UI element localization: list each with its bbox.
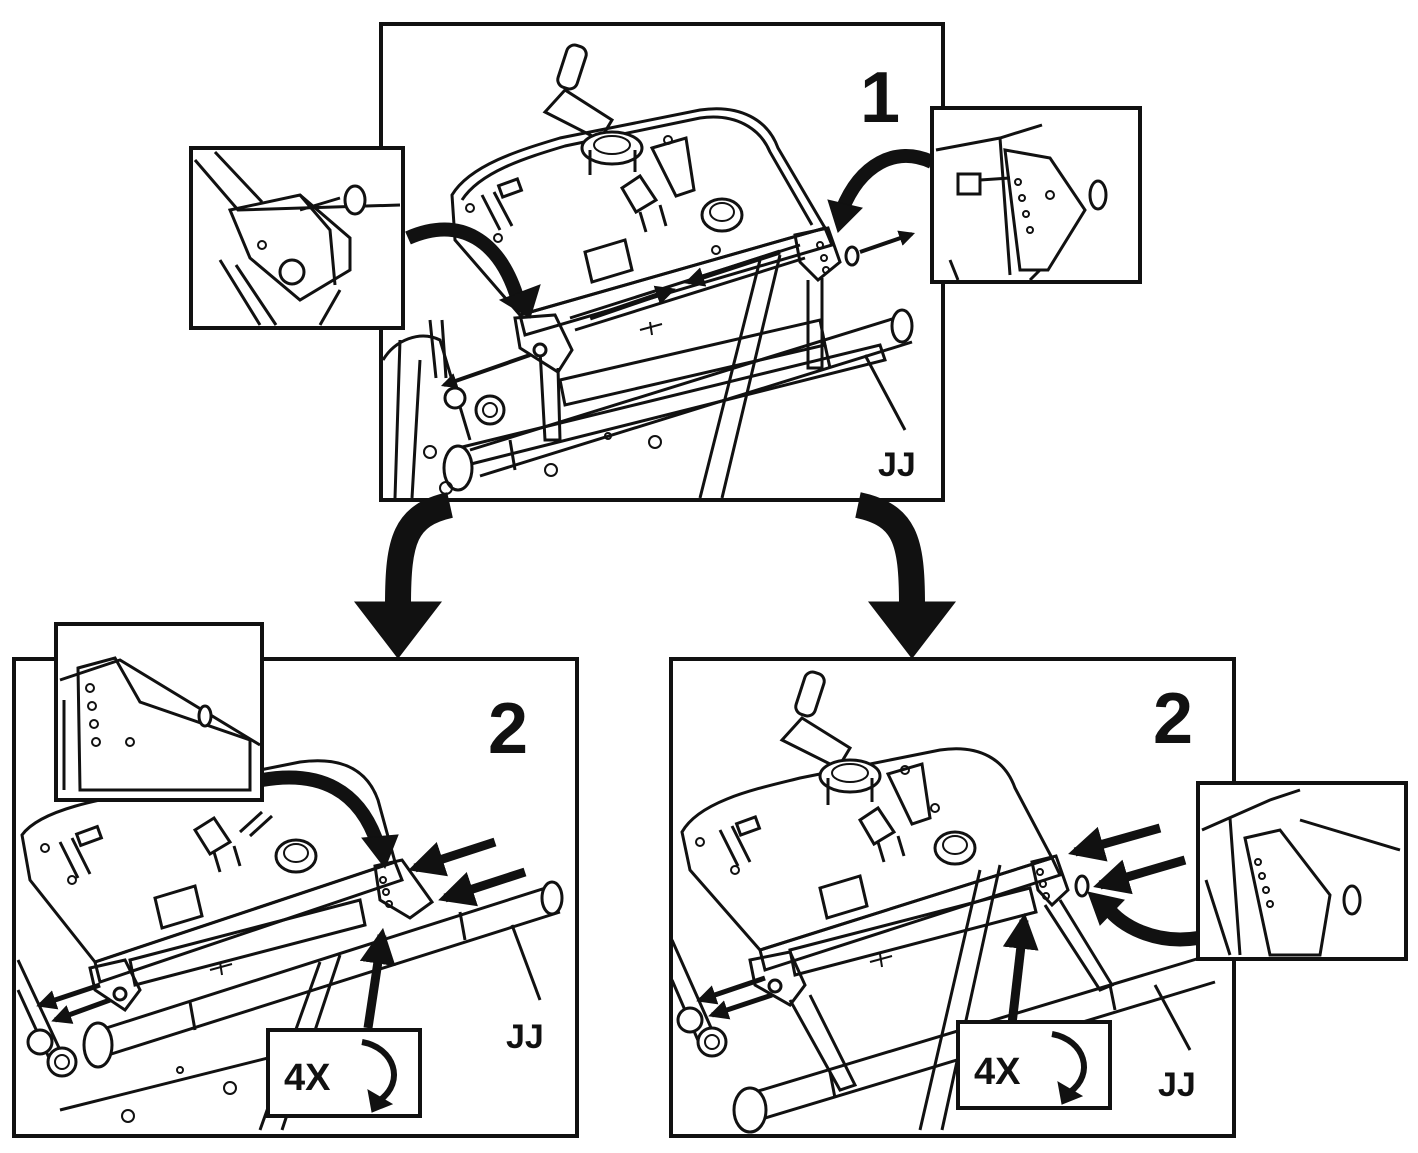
flow-arrow-left bbox=[353, 492, 454, 659]
callout-arrow bbox=[405, 222, 525, 303]
step-number: 1 bbox=[860, 58, 900, 138]
callout-arrow bbox=[260, 770, 385, 848]
clockwise-rotate-icon bbox=[1051, 1031, 1087, 1095]
panel-frame bbox=[669, 657, 1236, 1138]
detail-inset-bracket bbox=[1196, 781, 1408, 961]
control-panel-illustration: JJ bbox=[381, 43, 916, 499]
step-number: 2 bbox=[488, 689, 528, 769]
repeat-4x-callout: 4X bbox=[956, 1020, 1112, 1110]
part-label-jj: JJ bbox=[1158, 1066, 1196, 1104]
clockwise-rotate-icon bbox=[361, 1039, 397, 1103]
callout-arrow-head bbox=[1087, 891, 1125, 926]
callout-arrow-head bbox=[361, 834, 399, 870]
detail-inset-bracket bbox=[54, 622, 264, 802]
callout-arrow-head bbox=[498, 284, 541, 319]
repeat-4x-callout: 4X bbox=[266, 1028, 422, 1118]
control-panel-illustration: JJ bbox=[670, 670, 1216, 1134]
callout-arrow bbox=[835, 149, 935, 213]
panel-step-2-right: 2 bbox=[669, 657, 1408, 1138]
step-number: 2 bbox=[1153, 679, 1193, 759]
detail-inset-left-bracket bbox=[189, 146, 405, 330]
panel-step-1: 1 bbox=[379, 22, 945, 502]
part-label-jj: JJ bbox=[878, 446, 916, 484]
callout-arrow bbox=[1102, 903, 1200, 947]
callout-arrow-head bbox=[827, 199, 863, 233]
detail-inset-right-bracket bbox=[930, 106, 1142, 284]
part-label-jj: JJ bbox=[506, 1018, 544, 1056]
flow-arrow-right bbox=[854, 492, 957, 659]
panel-step-2-left: 2 bbox=[12, 622, 579, 1138]
repeat-label: 4X bbox=[284, 1057, 331, 1099]
repeat-label: 4X bbox=[974, 1051, 1021, 1093]
